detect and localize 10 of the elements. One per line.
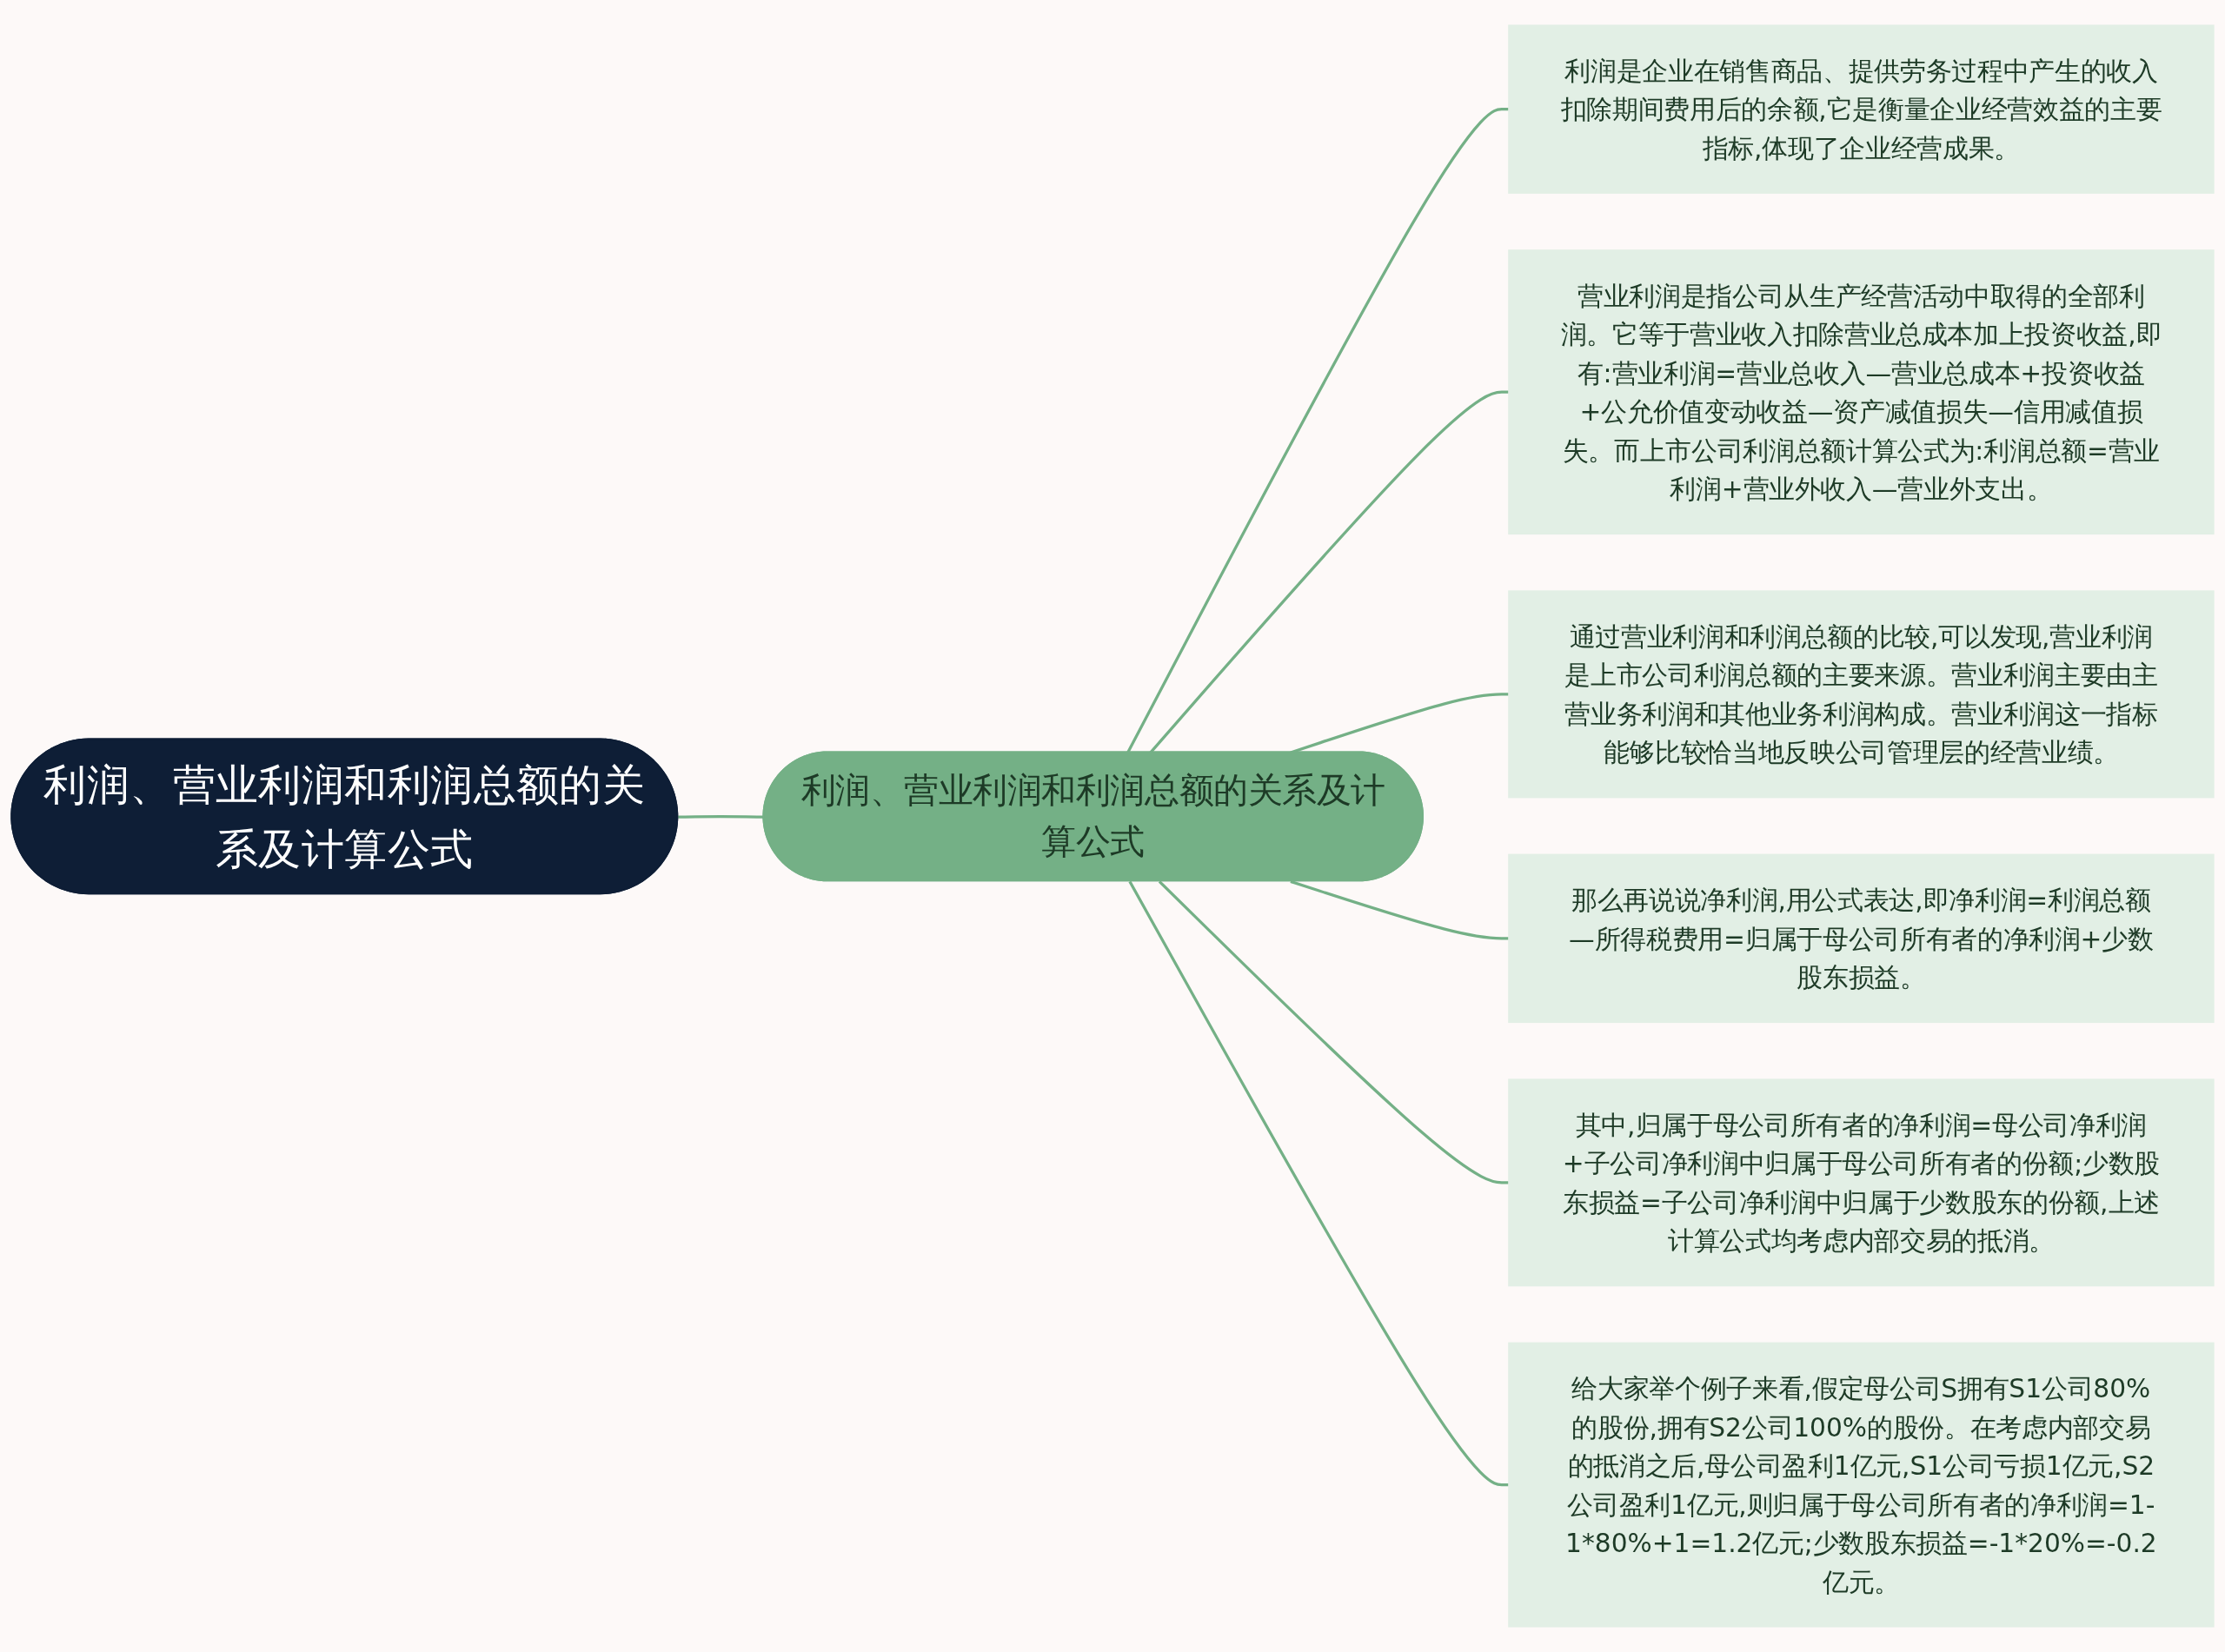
node-box: 通过营业利润和利润总额的比较,可以发现,营业利润是上市公司利润总额的主要来源。营业利润主要由主营业务利润和其他业务利润构成。营业利润这一指标能够比较恰当地反映公司管理层的经营业绩。 bbox=[1508, 590, 2215, 799]
node-box: 给大家举个例子来看,假定母公司S拥有S1公司80%的股份,拥有S2公司100%的股份。在考虑内部交易的抵消之后,母公司盈利1亿元,S1公司亏损1亿元,S2公司盈利1亿元,则归属于母公司所有者的净利润=1-1*80%+1=1.2亿元;少数股东损益=-1*20%=-0.2亿元。 bbox=[1508, 1342, 2215, 1628]
connector bbox=[1290, 879, 1509, 940]
node-box: 利润是企业在销售商品、提供劳务过程中产生的收入扣除期间费用后的余额,它是衡量企业经营效益的主要指标,体现了企业经营成果。 bbox=[1508, 24, 2215, 194]
connector bbox=[1128, 880, 1509, 1487]
connector bbox=[1158, 880, 1509, 1184]
node-box: 营业利润是指公司从生产经营活动中取得的全部利润。它等于营业收入扣除营业总成本加上投资收益,即有:营业利润=营业总收入—营业总成本+投资收益+公允价值变动收益—资产减值损失—信用减值损失。而上市公司利润总额计算公式为:利润总额=营业利润+营业外收入—营业外支出。 bbox=[1508, 249, 2215, 535]
node-box: 那么再说说净利润,用公式表达,即净利润=利润总额—所得税费用=归属于母公司所有者的净利润+少数股东损益。 bbox=[1508, 853, 2215, 1024]
connector bbox=[1126, 108, 1509, 753]
node-box: 其中,归属于母公司所有者的净利润=母公司净利润+子公司净利润中归属于母公司所有者的份额;少数股东损益=子公司净利润中归属于少数股东的份额,上述计算公式均考虑内部交易的抵消。 bbox=[1508, 1078, 2215, 1287]
